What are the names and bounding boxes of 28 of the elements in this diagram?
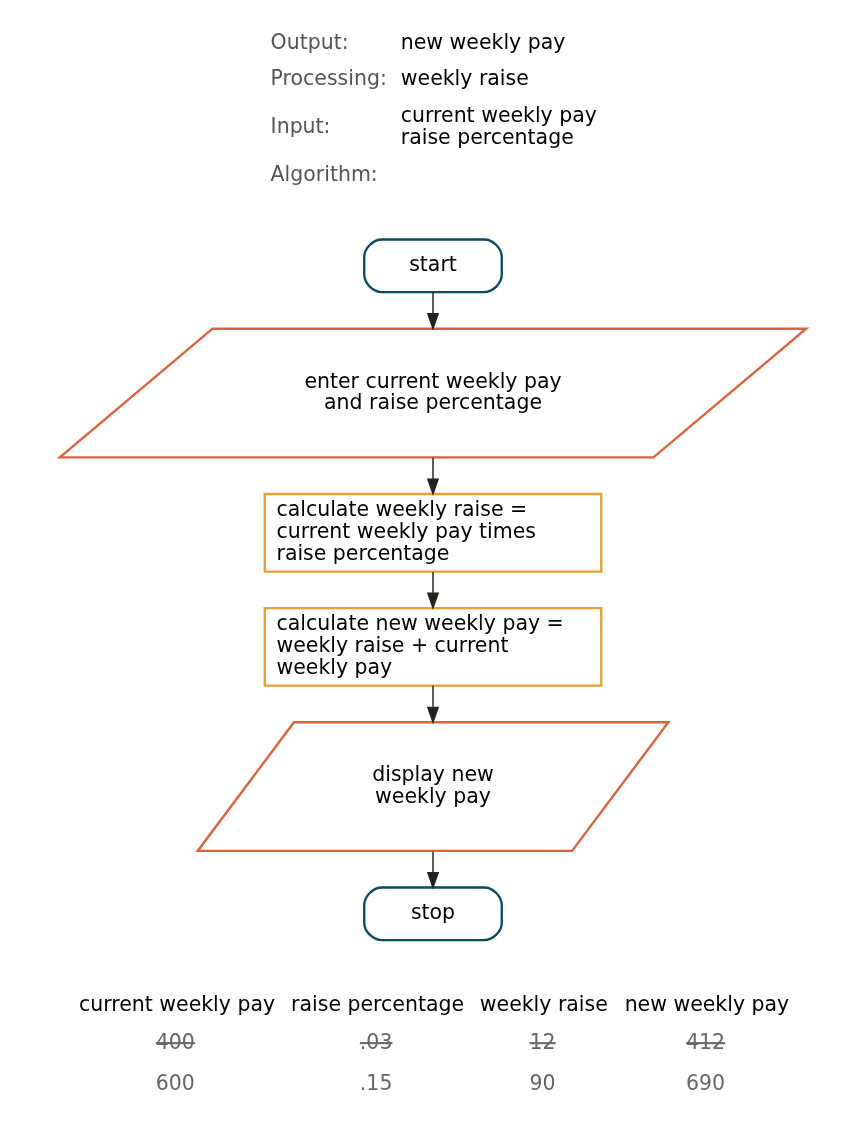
label: .15	[359, 1071, 392, 1096]
arrow	[426, 457, 439, 496]
label: .03	[359, 1030, 392, 1055]
label: Processing:	[270, 66, 387, 91]
node-box: start	[362, 238, 503, 294]
label: current weekly pay	[400, 103, 597, 128]
label: current weekly pay	[78, 992, 275, 1017]
arrow	[426, 571, 439, 611]
label: 12	[529, 1030, 556, 1055]
label: weekly raise	[479, 992, 608, 1017]
label: Input:	[270, 113, 331, 138]
node-box: stop	[362, 886, 503, 942]
arrow	[426, 850, 439, 890]
label: weekly raise	[400, 66, 529, 91]
label: 90	[529, 1071, 556, 1096]
label: 400	[155, 1030, 195, 1055]
label: Algorithm:	[270, 161, 378, 186]
arrow	[426, 291, 439, 331]
label: new weekly pay	[400, 29, 565, 54]
label: 412	[685, 1030, 725, 1055]
label: Output:	[270, 29, 349, 54]
label: new weekly pay	[624, 992, 789, 1017]
arrow	[426, 685, 439, 725]
node-box: calculate weekly raise = current weekly pay times raise percentage	[263, 492, 602, 573]
label: 600	[155, 1071, 195, 1096]
label: raise percentage	[290, 992, 464, 1017]
label: 690	[685, 1071, 725, 1096]
node-box: calculate new weekly pay = weekly raise + current weekly pay	[263, 606, 602, 687]
